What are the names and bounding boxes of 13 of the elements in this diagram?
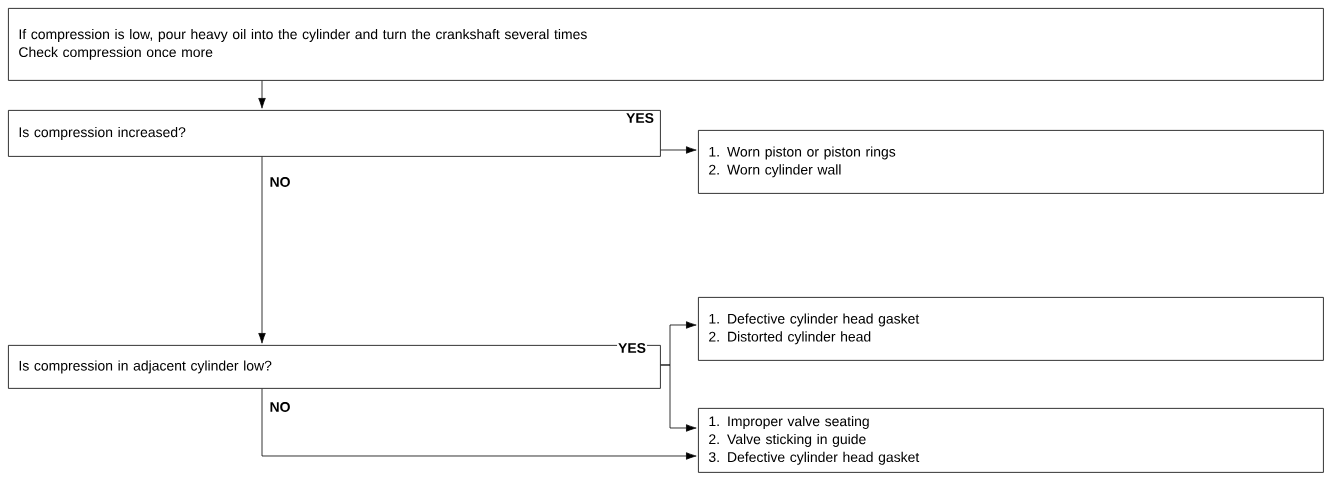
cause-box: 1. Defective cylinder head gasket 2. Distorted cylinder head [698,297,1324,361]
arrow [660,146,697,154]
instruction-box: If compression is low, pour heavy oil into the cylinder and turn the crankshaft several times Check compression once more [8,8,1324,81]
edge-label: YES [625,112,655,124]
cause-box: 1. Worn piston or piston rings 2. Worn cylinder wall [698,130,1324,194]
edge-label: NO [268,176,292,188]
arrow [258,156,266,344]
arrow [660,364,697,432]
edge-label: YES [617,342,647,354]
cause-box: 1. Improper valve seating 2. Valve sticking in guide 3. Defective cylinder head gasket [698,408,1324,473]
arrow [258,80,266,109]
edge-label: NO [268,401,292,413]
arrow [261,388,697,460]
